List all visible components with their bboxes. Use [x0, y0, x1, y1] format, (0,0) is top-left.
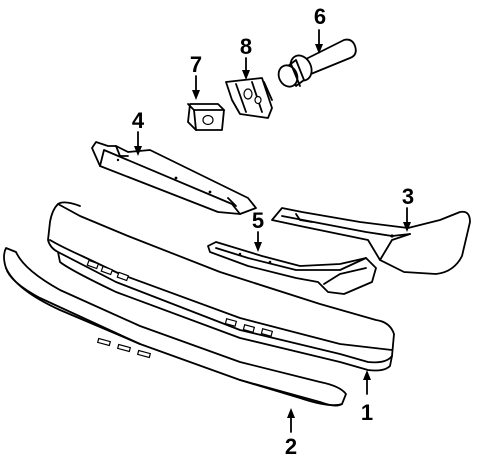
callout-leaders [134, 29, 411, 433]
callout-5: 5 [252, 208, 264, 233]
part-1-bumper-cover [47, 201, 395, 372]
part-3-extension [271, 207, 471, 275]
part-7-clip [187, 103, 225, 131]
callout-8: 8 [240, 34, 252, 59]
callout-1: 1 [361, 400, 373, 425]
callout-3: 3 [402, 184, 414, 209]
part-4-bracket [91, 141, 257, 215]
part-6-socket [277, 38, 357, 88]
part-8-bracket [225, 77, 273, 119]
callout-6: 6 [314, 4, 326, 29]
part-2-valance [3, 247, 347, 407]
callout-2: 2 [285, 434, 297, 459]
callout-4: 4 [132, 108, 145, 133]
part-5-support [207, 241, 377, 295]
callout-7: 7 [190, 52, 202, 77]
